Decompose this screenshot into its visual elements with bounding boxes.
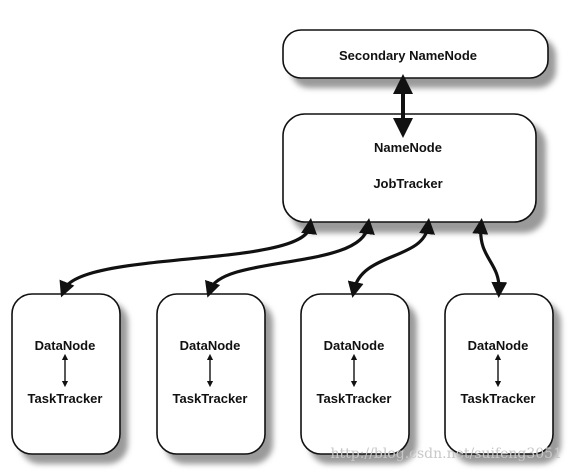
master-slave4-arrow (472, 218, 508, 298)
namenode-label: NameNode (374, 140, 442, 155)
slave-node-box (444, 293, 554, 455)
master-slave3-arrow (347, 218, 435, 298)
datanode-label: DataNode (324, 338, 385, 353)
secondary-namenode-node: Secondary NameNode (282, 29, 556, 88)
secondary-namenode-label: Secondary NameNode (339, 48, 477, 63)
slave-node-4: DataNode TaskTracker (444, 293, 561, 464)
slave-node-2: DataNode TaskTracker (156, 293, 273, 464)
master-slave2-arrow (205, 218, 375, 298)
master-node-box (282, 113, 537, 223)
master-node: NameNode JobTracker (282, 113, 546, 233)
secondary-namenode-box (282, 29, 549, 79)
jobtracker-label: JobTracker (373, 176, 442, 191)
watermark-text: http://blog.csdn.net/suifeng3051 (330, 446, 562, 462)
slave-node-box (11, 293, 121, 455)
tasktracker-label: TaskTracker (28, 391, 103, 406)
slave-node-box (300, 293, 410, 455)
datanode-label: DataNode (35, 338, 96, 353)
datanode-label: DataNode (180, 338, 241, 353)
master-slave1-arrow (59, 218, 317, 298)
tasktracker-label: TaskTracker (173, 391, 248, 406)
tasktracker-label: TaskTracker (461, 391, 536, 406)
datanode-label: DataNode (468, 338, 529, 353)
tasktracker-label: TaskTracker (317, 391, 392, 406)
slave-node-box (156, 293, 266, 455)
slave-node-1: DataNode TaskTracker (11, 293, 128, 464)
slave-node-3: DataNode TaskTracker (300, 293, 417, 464)
